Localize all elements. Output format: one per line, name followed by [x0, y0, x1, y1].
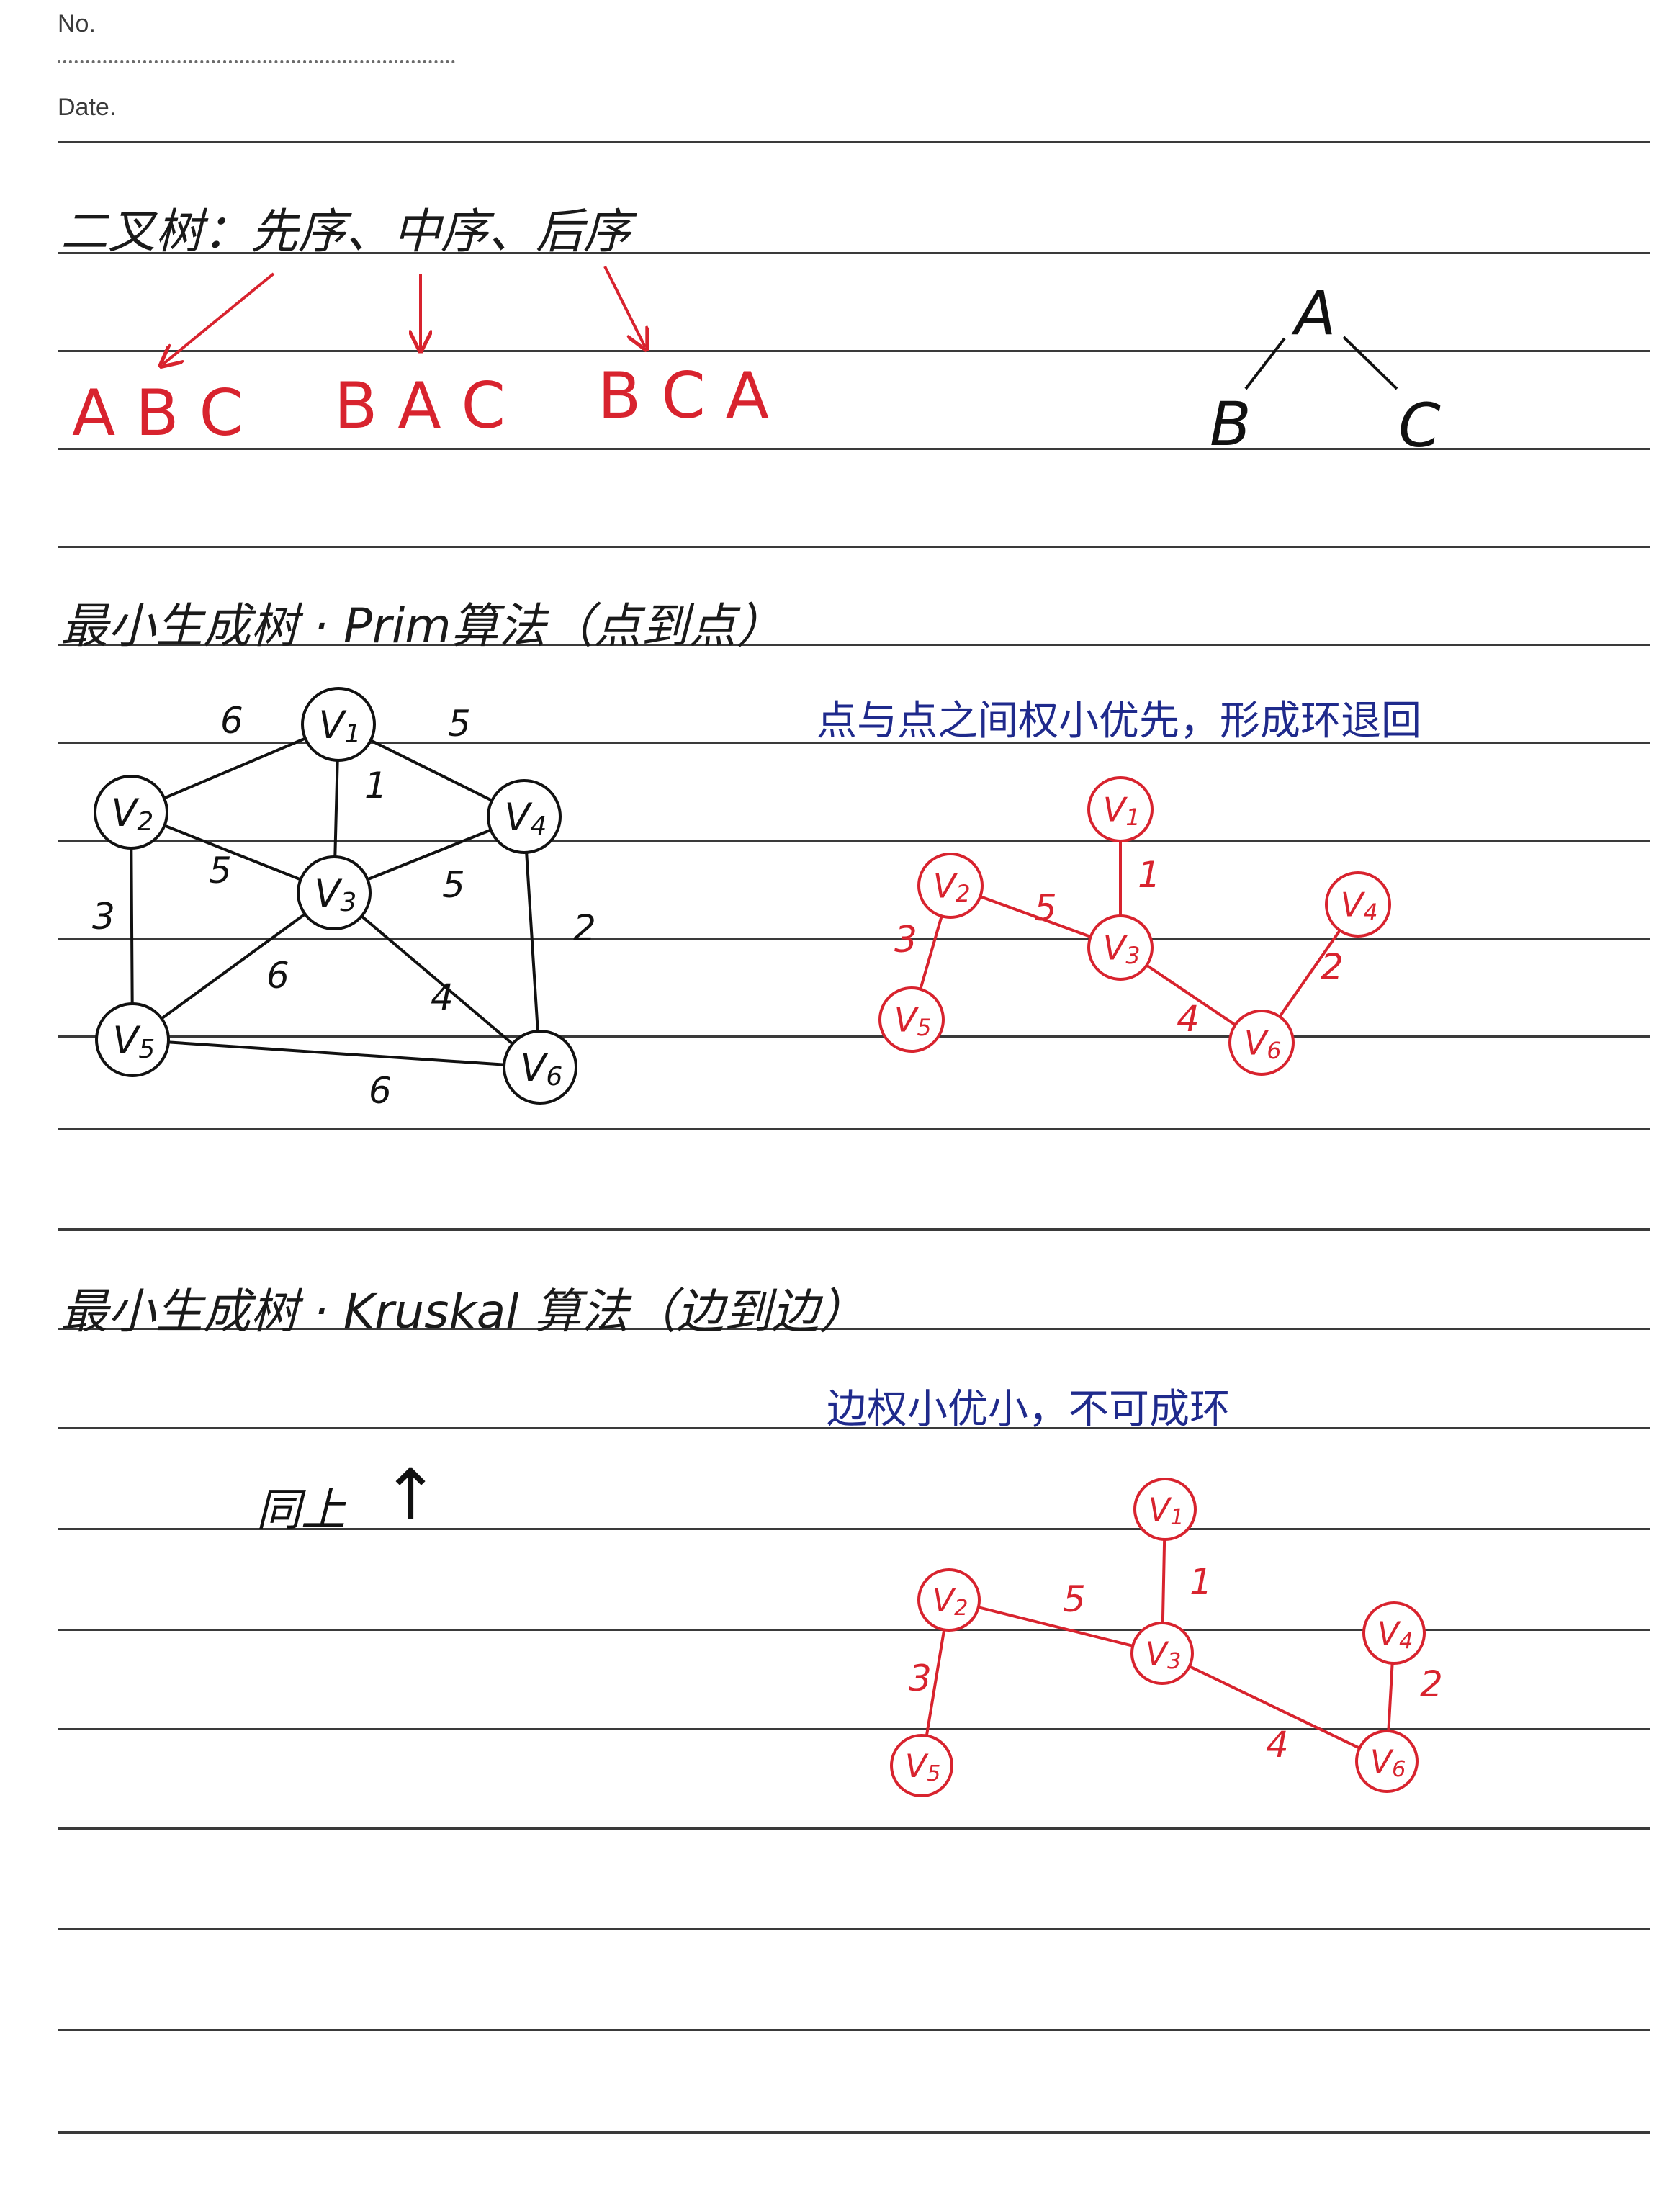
ruled-line	[58, 141, 1650, 143]
edge-weight-label: 6	[369, 1070, 392, 1112]
edge-weight-label: 4	[431, 976, 454, 1018]
ruled-line	[58, 448, 1650, 450]
edge-weight-label: 1	[1190, 1561, 1213, 1603]
no-label: No.	[58, 10, 96, 37]
same-as-above-text: 同上	[256, 1483, 346, 1536]
graph-node-circle	[1355, 1730, 1419, 1793]
graph-node-label: V3	[1146, 1636, 1181, 1674]
ruled-line	[58, 2029, 1650, 2031]
edge-weight-label: 5	[448, 703, 471, 745]
ruled-line	[58, 546, 1650, 548]
graph-edge	[948, 1599, 1164, 1655]
edge-weight-label: 3	[909, 1658, 932, 1699]
date-label: Date.	[58, 94, 117, 121]
ruled-line	[58, 252, 1650, 254]
edge-weight-label: 6	[266, 955, 289, 997]
edge-weight-label: 2	[1321, 946, 1344, 988]
graph-node-circle	[503, 1030, 577, 1105]
edge-weight-label: 6	[220, 700, 243, 742]
graph-node-circle	[1087, 776, 1154, 842]
ruled-line	[58, 1128, 1650, 1130]
edge-weight-label: 4	[1266, 1724, 1289, 1766]
graph-node-circle	[1087, 914, 1154, 981]
ruled-line	[58, 742, 1650, 744]
graph-node-circle	[1228, 1010, 1295, 1076]
ruled-line	[58, 1328, 1650, 1330]
tree-node-c: C	[1398, 390, 1441, 461]
edge-weight-label: 1	[364, 765, 387, 806]
preorder-arrow	[163, 272, 275, 364]
tree-edge-a-c	[1342, 336, 1398, 390]
graph-edge	[130, 723, 340, 814]
tree-node-a: A	[1291, 278, 1336, 349]
up-arrow-icon: ↑	[382, 1455, 440, 1535]
graph-node-circle	[95, 1002, 170, 1077]
graph-node-circle	[878, 986, 945, 1053]
ruled-line	[58, 644, 1650, 646]
ruled-line	[58, 840, 1650, 842]
kruskal-title: 最小生成树 · Kruskal 算法（边到边）	[60, 1284, 867, 1339]
prim-title: 最小生成树 · Prim算法（点到点）	[60, 598, 784, 654]
ruled-line	[58, 350, 1650, 352]
inorder-sequence: B A C	[334, 369, 505, 443]
graph-edge	[1161, 1652, 1388, 1763]
ruled-line	[58, 1629, 1650, 1631]
edge-weight-label: 5	[442, 864, 465, 906]
edge-weight-label: 5	[1034, 887, 1057, 929]
graph-node-label: V5	[894, 1001, 932, 1041]
prim-note: 点与点之间权小优先，形成环退回	[817, 698, 1421, 745]
edge-weight-label: 3	[894, 919, 917, 961]
edge-weight-label: 1	[1138, 854, 1161, 896]
graph-edge	[131, 891, 336, 1041]
ruled-line	[58, 1728, 1650, 1730]
graph-edge	[333, 891, 541, 1069]
postorder-sequence: B C A	[598, 359, 769, 433]
graph-node-circle	[1325, 871, 1391, 938]
edge-weight-label: 5	[1063, 1578, 1086, 1620]
graph-node-circle	[487, 779, 562, 854]
graph-node-label: V3	[1103, 929, 1141, 969]
graph-node-label: V2	[933, 867, 971, 907]
ruled-line	[58, 938, 1650, 940]
graph-node-circle	[297, 855, 372, 930]
tree-node-b: B	[1210, 389, 1251, 459]
ruled-line	[58, 1228, 1650, 1231]
graph-edge	[131, 1038, 541, 1069]
ruled-line	[58, 1928, 1650, 1930]
graph-node-circle	[890, 1734, 953, 1797]
edge-weight-label: 2	[573, 907, 596, 949]
binary-tree-title: 二叉树：先序、中序、后序	[60, 204, 631, 259]
edge-weight-label: 3	[92, 896, 115, 938]
ruled-line	[58, 2131, 1650, 2134]
preorder-sequence: A B C	[72, 376, 243, 450]
graph-edge	[523, 815, 541, 1069]
number-dotted-rule	[58, 60, 455, 63]
postorder-arrow	[603, 266, 645, 347]
graph-node-circle	[917, 853, 984, 919]
ruled-line	[58, 1528, 1650, 1530]
ruled-line	[58, 1827, 1650, 1830]
graph-node-circle	[301, 687, 376, 762]
graph-node-circle	[1362, 1601, 1426, 1665]
graph-node-circle	[1130, 1622, 1194, 1685]
tree-edge-a-b	[1244, 337, 1286, 390]
graph-node-circle	[94, 775, 168, 850]
graph-node-circle	[917, 1568, 981, 1632]
edge-weight-label: 5	[209, 850, 232, 891]
ruled-line	[58, 1035, 1650, 1038]
edge-weight-label: 2	[1420, 1663, 1443, 1705]
edge-weight-label: 4	[1177, 998, 1200, 1040]
kruskal-note: 边权小优小，不可成环	[827, 1386, 1230, 1433]
graph-edge	[130, 811, 134, 1041]
ruled-line	[58, 1427, 1650, 1429]
graph-node-circle	[1133, 1478, 1197, 1541]
